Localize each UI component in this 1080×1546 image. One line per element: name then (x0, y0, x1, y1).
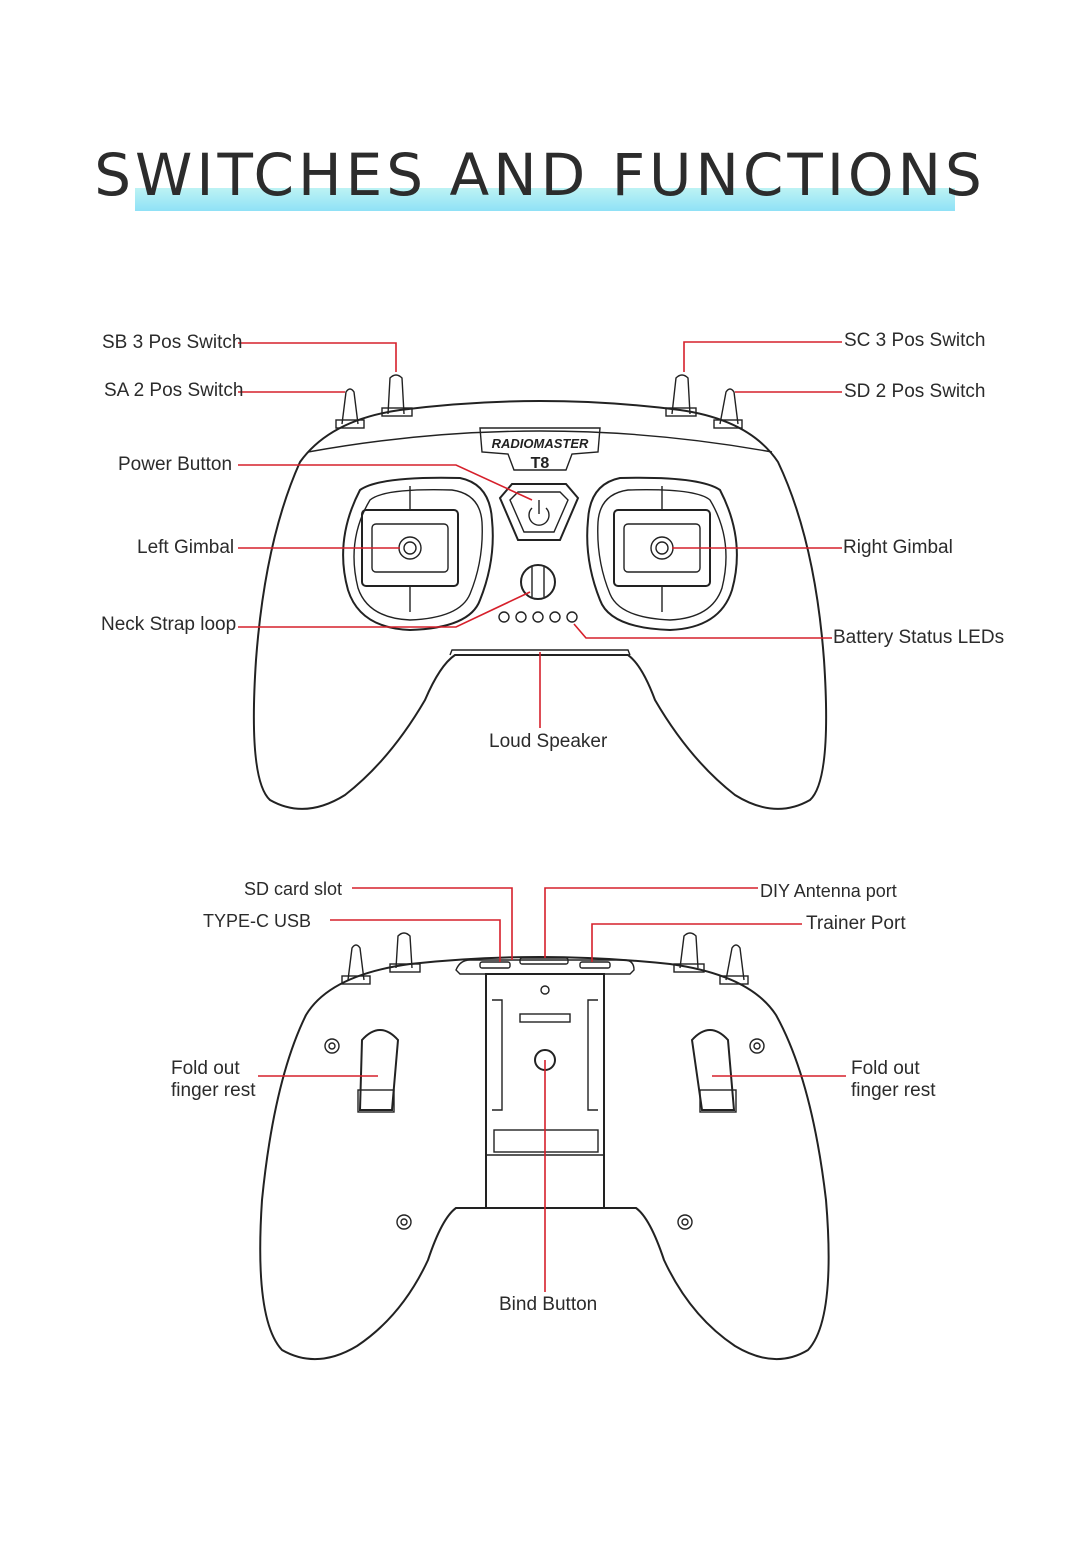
back-body-outline (259, 956, 830, 1360)
front-switches (335, 374, 743, 429)
label-neck-strap: Neck Strap loop (101, 614, 237, 635)
neck-strap-loop (520, 564, 556, 600)
label-finger-rest-right-line1: Fold out (851, 1058, 920, 1079)
label-sa-switch: SA 2 Pos Switch (104, 380, 244, 401)
label-sd-card-slot: SD card slot (244, 879, 343, 899)
screws (324, 1038, 765, 1230)
title-block: SWITCHES AND FUNCTIONS (0, 140, 1080, 220)
label-battery-leds: Battery Status LEDs (833, 627, 1005, 648)
battery-status-leds (498, 611, 578, 623)
title-highlight-bar (135, 188, 955, 211)
power-button[interactable] (498, 483, 580, 541)
finger-rest-left[interactable] (357, 1029, 400, 1113)
back-controller (259, 932, 830, 1360)
label-type-c-usb: TYPE-C USB (203, 911, 312, 931)
label-finger-rest-right-line2: finger rest (851, 1080, 936, 1101)
label-sc-switch: SC 3 Pos Switch (844, 330, 986, 351)
brand-badge: RADIOMASTER T8 (479, 427, 601, 472)
front-body-outline (252, 400, 828, 810)
label-right-gimbal: Right Gimbal (843, 537, 953, 558)
label-power-button: Power Button (118, 454, 233, 475)
label-finger-rest-left-line1: Fold out (171, 1058, 240, 1079)
front-controller: RADIOMASTER T8 (252, 374, 828, 810)
left-gimbal[interactable] (342, 476, 494, 632)
label-finger-rest-left-line2: finger rest (171, 1080, 256, 1101)
finger-rest-right[interactable] (690, 1029, 737, 1113)
page-title: SWITCHES AND FUNCTIONS (94, 141, 986, 209)
model-name: T8 (531, 455, 550, 472)
right-gimbal[interactable] (586, 476, 738, 632)
label-bind-button: Bind Button (499, 1294, 598, 1315)
label-sb-switch: SB 3 Pos Switch (102, 332, 243, 353)
label-left-gimbal: Left Gimbal (137, 537, 235, 558)
brand-name: RADIOMASTER (492, 436, 589, 451)
label-sd-switch: SD 2 Pos Switch (844, 381, 986, 402)
front-leader-lines (238, 341, 842, 728)
back-leader-lines (258, 887, 846, 1292)
label-trainer-port: Trainer Port (806, 913, 906, 934)
label-loud-speaker: Loud Speaker (489, 731, 608, 752)
label-antenna-port: DIY Antenna port (760, 881, 897, 901)
